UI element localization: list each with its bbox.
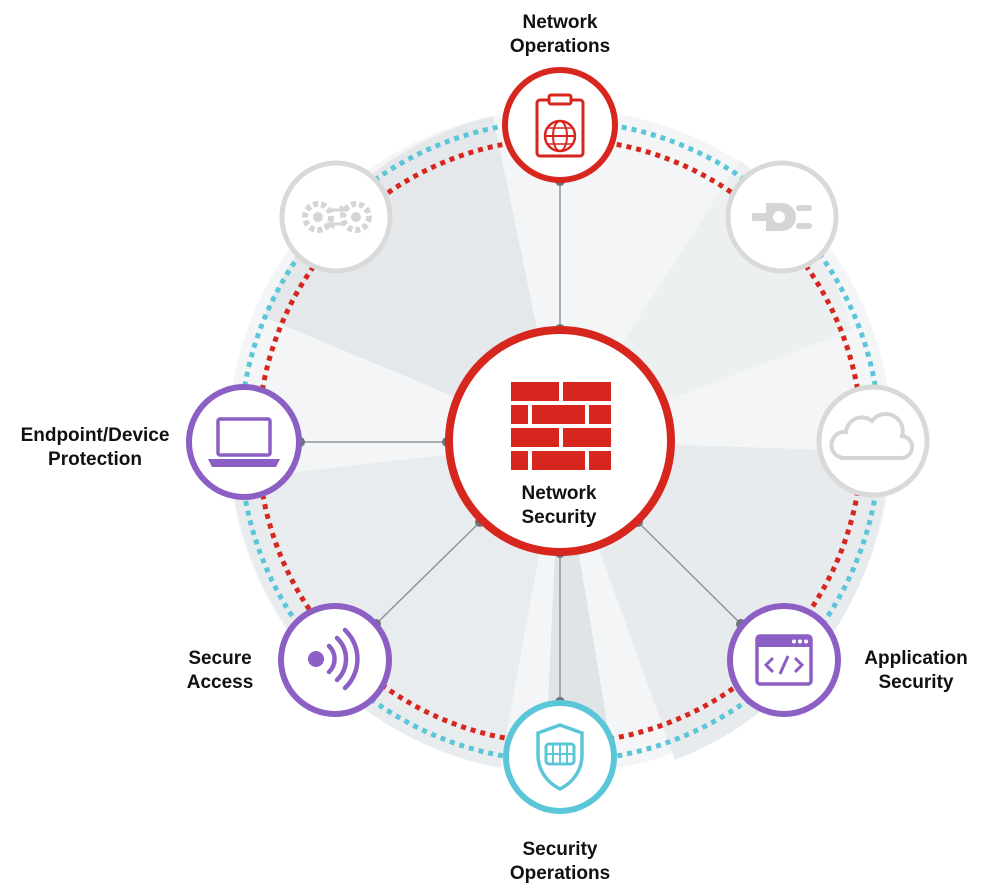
node-connectors[interactable] bbox=[725, 160, 839, 274]
connector-lines bbox=[300, 181, 742, 702]
label-security-operations: Security Operations bbox=[509, 839, 611, 884]
code-window-icon bbox=[755, 634, 813, 686]
clipboard-globe-icon bbox=[535, 93, 585, 158]
wireless-signal-icon bbox=[308, 627, 360, 691]
node-network-operations[interactable] bbox=[502, 67, 618, 183]
center-node-network-security[interactable] bbox=[445, 326, 675, 556]
label-endpoint-protection: Endpoint/Device Protection bbox=[20, 425, 170, 470]
firewall-brick-icon bbox=[511, 382, 611, 470]
node-integration[interactable] bbox=[279, 160, 393, 274]
label-secure-access: Secure Access bbox=[186, 648, 254, 693]
node-application-security[interactable] bbox=[727, 603, 841, 717]
node-endpoint-protection[interactable] bbox=[186, 384, 302, 500]
gears-exchange-icon bbox=[302, 201, 372, 233]
cloud-icon bbox=[829, 412, 915, 461]
center-node-label: Network Security bbox=[479, 482, 639, 530]
node-secure-access[interactable] bbox=[278, 603, 392, 717]
shield-chip-icon bbox=[536, 723, 584, 791]
node-security-operations[interactable] bbox=[503, 700, 617, 814]
center-label-line1: Network bbox=[521, 483, 597, 504]
node-cloud[interactable] bbox=[816, 384, 930, 498]
label-network-operations: Network Operations bbox=[509, 12, 611, 57]
center-label-line2: Security bbox=[521, 507, 597, 528]
laptop-icon bbox=[208, 417, 280, 467]
plug-icon bbox=[752, 203, 812, 231]
label-application-security: Application Security bbox=[864, 648, 968, 693]
